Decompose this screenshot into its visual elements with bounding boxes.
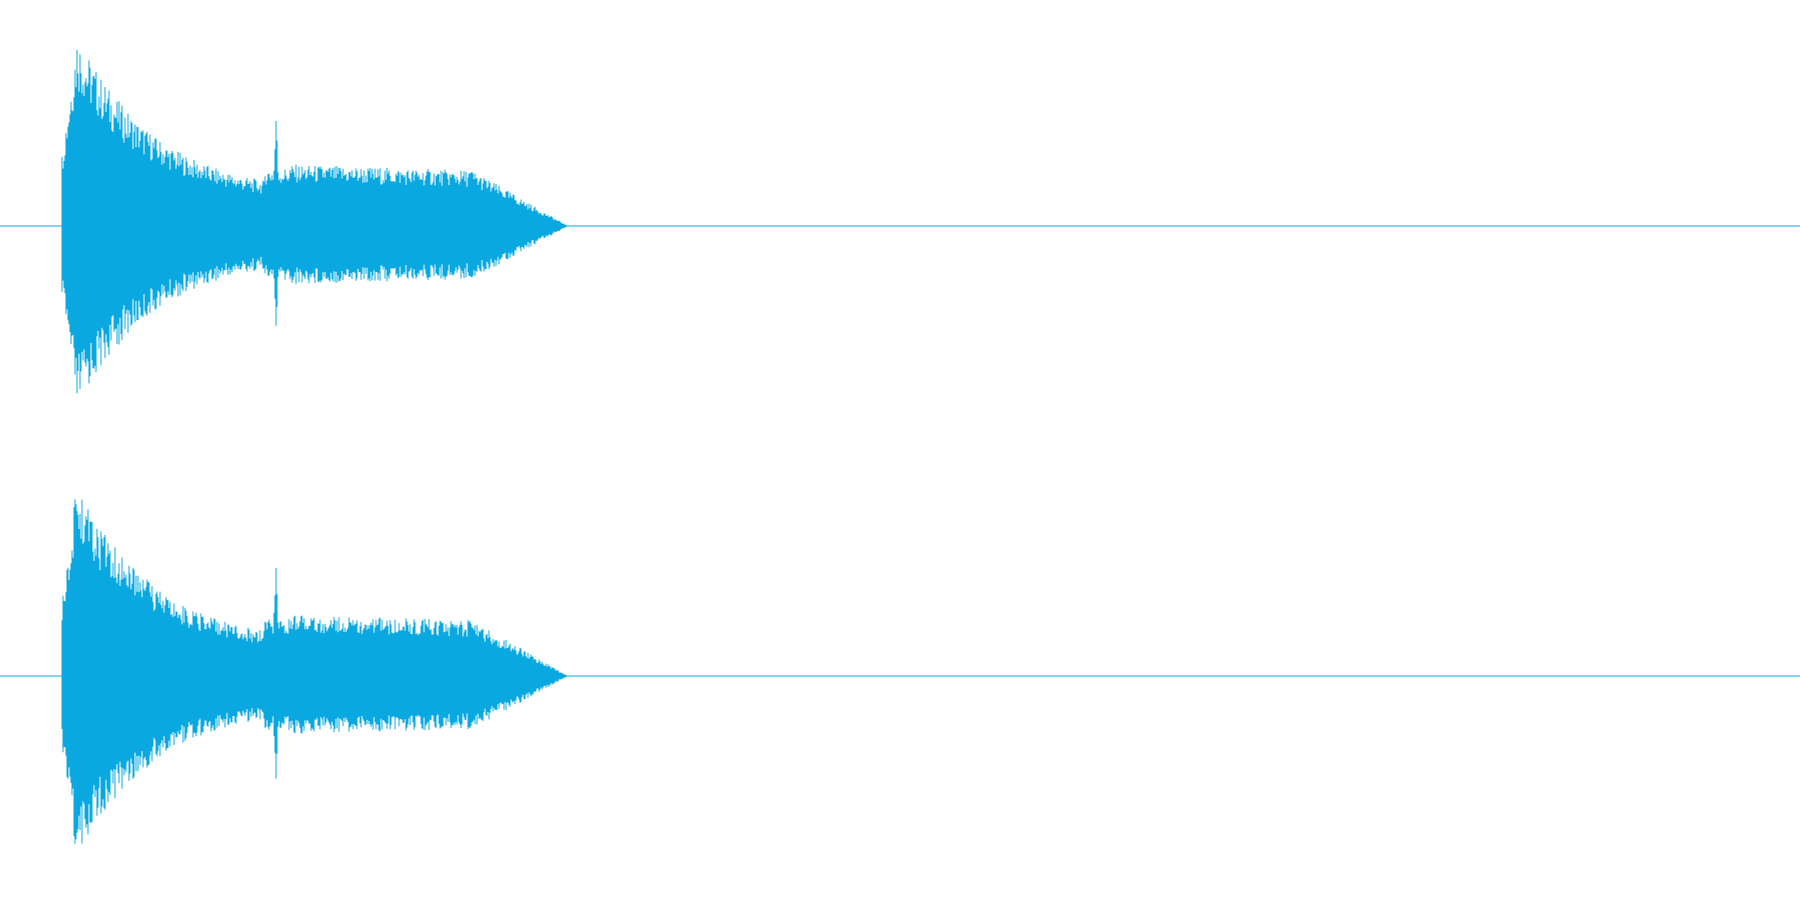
channel-1-waveform[interactable] (0, 0, 1800, 450)
channel-1-samples (61, 49, 568, 394)
channel-2-plot (0, 499, 1800, 844)
channel-2-waveform[interactable] (0, 450, 1800, 900)
waveform-body (62, 564, 568, 777)
waveform-body (62, 114, 568, 328)
channel-2-samples (61, 499, 568, 844)
channel-1-plot (0, 49, 1800, 394)
